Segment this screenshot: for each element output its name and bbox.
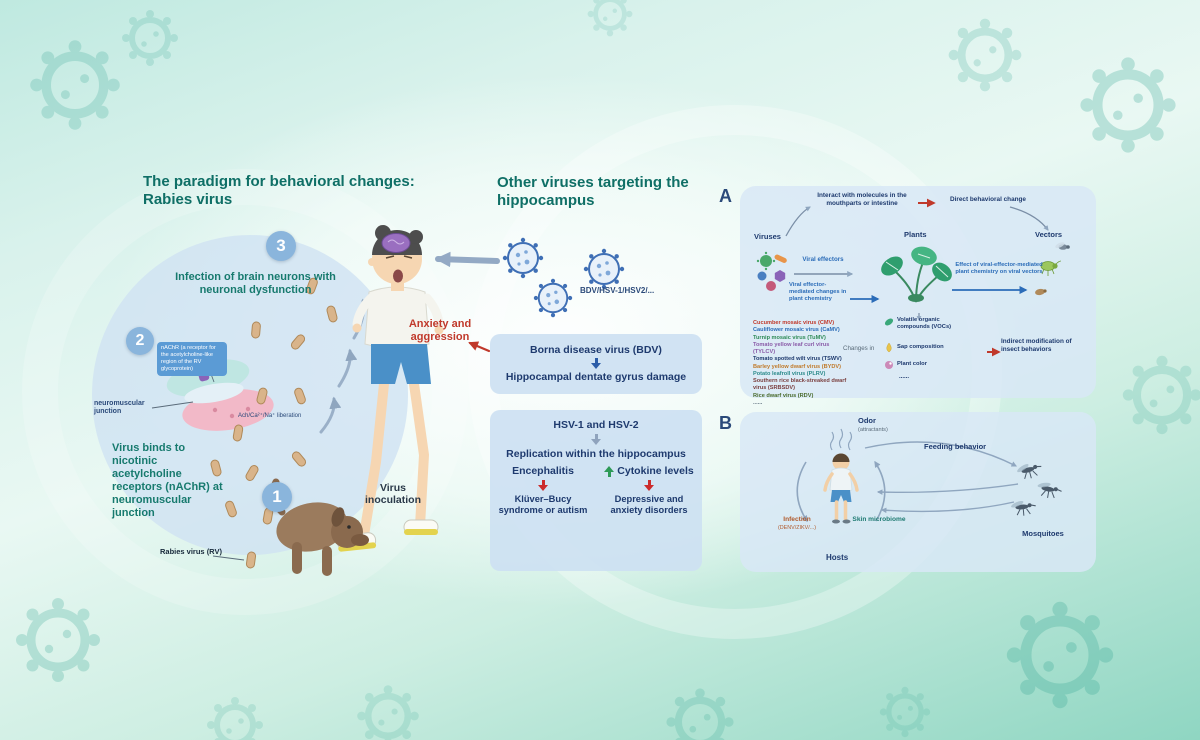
panel-a-label: A (719, 186, 732, 206)
left-title-line1: The paradigm for behavioral changes: (143, 173, 415, 190)
cytokine-label: Cytokine levels (617, 465, 694, 478)
step-3-badge: 3 (266, 231, 296, 261)
odor-label: Odor (858, 416, 876, 425)
virus-decoration (949, 19, 1022, 92)
sneaker-left (337, 532, 377, 552)
red-down-arrow-icon (644, 479, 654, 492)
virus-decoration (1080, 57, 1175, 152)
virus-group-label: BDV/HSV-1/HSV2/... (580, 286, 655, 295)
bdv-cause: Borna disease virus (BDV) (530, 344, 662, 357)
hsv-title: HSV-1 and HSV-2 (553, 419, 639, 431)
changes-in-label: Changes in (843, 345, 875, 352)
shorts (371, 344, 431, 384)
odor-sub-label: (attractants) (858, 427, 888, 433)
virus-list-item: Potato leafroll virus (PLRV) (753, 370, 826, 377)
virus-list-item: Cauliflower mosaic virus (CaMV) (753, 327, 840, 334)
halo-ring-left (22, 169, 468, 615)
virus-list-item: ...... (753, 399, 763, 406)
virus-list-item: Rice dwarf virus (RDV) (753, 392, 814, 399)
plant-color-label: Plant color (897, 361, 927, 367)
step-1-badge: 1 (262, 482, 292, 512)
virus-list-item: Tomato spotted wilt virus (TSWV) (753, 356, 842, 363)
rabies-virions (209, 276, 339, 569)
virus-list-item: Southern rice black-streaked dwarf virus… (753, 378, 847, 392)
virus-decoration (666, 688, 733, 740)
brain (381, 233, 411, 253)
down-arrow-icon (591, 358, 601, 370)
middle-title: Other viruses targeting the hippocampus (497, 174, 689, 209)
ach-liberation-label: Ach/Ca²⁺/Na⁺ liberation (238, 413, 302, 419)
panel-b-label: B (719, 413, 732, 433)
ellipsis-label: ...... (899, 374, 910, 380)
panel-b-background (740, 412, 1096, 572)
open-mouth (393, 269, 403, 283)
kluver-bucy-label: Klüver–Bucy syndrome or autism (498, 493, 588, 515)
virus-decoration (1123, 356, 1200, 434)
infection-label: Infection (783, 516, 811, 523)
direct-change-text: Direct behavioral change (949, 196, 1026, 203)
left-title-line2: Rabies virus (143, 191, 233, 208)
viruses-label: Viruses (754, 232, 781, 241)
hosts-label: Hosts (826, 553, 849, 562)
depressive-label: Depressive and anxiety disorders (610, 493, 688, 515)
nachr-note: nAChR (a receptor for the acetylcholine-… (157, 342, 227, 376)
red-down-arrow-icon (538, 479, 548, 492)
hippocampus-virus-icons (501, 236, 626, 319)
anxiety-aggression-label: Anxiety and aggression (408, 318, 472, 343)
hsv-replication: Replication within the hippocampus (506, 447, 686, 460)
virus-decoration (122, 10, 178, 66)
virus-inoculation-label: Virus inoculation (365, 482, 421, 507)
down-arrow-icon (591, 433, 601, 446)
virus-decoration (357, 685, 419, 740)
infection-sub-label: (DENV/ZIKV/...) (777, 525, 817, 531)
ascending-arrows (319, 298, 371, 434)
effector-changes-text: Viral effector-mediated changes in plant… (789, 282, 847, 302)
neuromuscular-junction-label: neuromuscular junction (94, 400, 145, 416)
virus-decoration (1007, 602, 1113, 708)
virus-decoration (207, 697, 263, 740)
voc-label: Volatile organic compounds (VOCs) (897, 317, 952, 330)
virus-decoration (16, 598, 100, 682)
plants-label: Plants (904, 230, 927, 239)
step-2-badge: 2 (126, 327, 154, 355)
step-3-text: Infection of brain neurons with neuronal… (175, 271, 336, 296)
hsv-box: HSV-1 and HSV-2 Replication within the h… (490, 410, 702, 571)
viruses-to-brain-arrow (434, 251, 500, 268)
feeding-behavior-label: Feeding behavior (924, 442, 987, 451)
sneaker-right (403, 519, 439, 535)
virus-decoration (588, 0, 633, 36)
virus-binds-text: Virus binds to nicotinic acetylcholine r… (112, 442, 223, 519)
virus-list-item: Turnip mosaic virus (TuMV) (753, 334, 826, 341)
virus-decoration (880, 687, 930, 737)
plant-virus-list: Cucumber mosaic virus (CMV) Cauliflower … (753, 320, 849, 407)
rabies-virus-label: Rabies virus (RV) (160, 547, 222, 556)
indirect-modification-text: Indirect modification of insect behavior… (1001, 338, 1072, 353)
green-up-arrow-icon (604, 465, 615, 478)
sap-label: Sap composition (897, 344, 944, 350)
viral-effectors-label: Viral effectors (802, 256, 844, 263)
virus-list-item: Cucumber mosaic virus (CMV) (753, 320, 835, 326)
mosquitoes-label: Mosquitoes (1022, 529, 1064, 538)
plant-chemistry-effect-text: Effect of viral-effector-mediated plant … (955, 262, 1043, 275)
skin-microbiome-label: Skin microbiome (852, 516, 906, 523)
virus-list-item: Tomato yellow leaf curl virus (TYLCV) (753, 341, 830, 356)
bdv-box: Borna disease virus (BDV) Hippocampal de… (490, 334, 702, 394)
bdv-to-anxiety-arrow (468, 341, 491, 353)
virus-list-item: Barley yellow dwarf virus (BYDV) (753, 363, 841, 370)
encephalitis-label: Encephalitis (512, 465, 574, 478)
interact-molecules-text: Interact with molecules in the mouthpart… (817, 192, 907, 207)
bdv-effect: Hippocampal dentate gyrus damage (505, 371, 687, 383)
vectors-label: Vectors (1035, 230, 1063, 239)
virus-decoration (30, 40, 120, 130)
